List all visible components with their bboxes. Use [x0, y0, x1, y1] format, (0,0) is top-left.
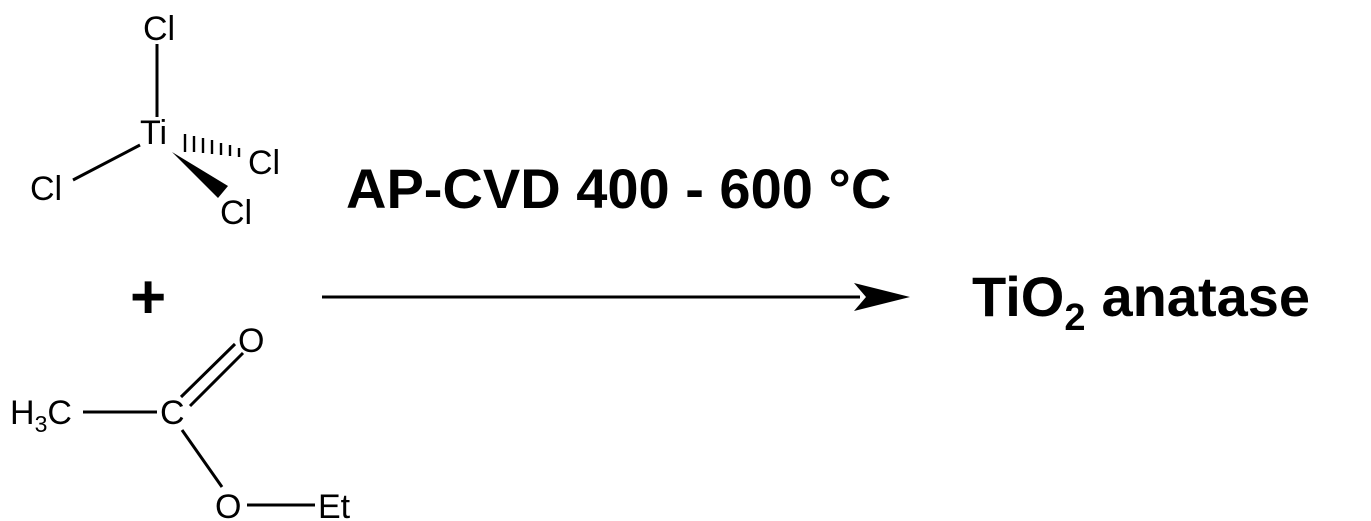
bond-c-o-double-a [179, 342, 237, 399]
atom-carbonyl-c: C [160, 394, 185, 432]
atom-cl-hashed: Cl [248, 144, 280, 182]
atom-ethyl: Et [318, 488, 351, 521]
reaction-arrow [322, 283, 910, 311]
bond-c-o-double-b [188, 351, 245, 408]
hashed-bond-ti-cl [183, 134, 241, 157]
wedge-bond-ti-cl [172, 152, 228, 198]
bond-ti-cl-left [72, 143, 141, 182]
atom-carbonyl-o: O [238, 322, 264, 360]
atom-cl-wedged: Cl [220, 194, 252, 232]
atom-cl-top: Cl [143, 10, 175, 48]
atom-h3c: H3C [10, 394, 72, 437]
ethyl-acetate: H3C C O O Et [10, 322, 351, 521]
titanium-tetrachloride: Cl Ti Cl Cl Cl [30, 10, 280, 232]
plus-sign: + [130, 263, 166, 332]
atom-ester-o: O [215, 488, 241, 521]
atom-cl-left: Cl [30, 170, 62, 208]
reaction-conditions: AP-CVD 400 - 600 °C [346, 157, 891, 220]
atom-ti: Ti [140, 114, 167, 152]
bond-c-o-single [180, 429, 224, 488]
